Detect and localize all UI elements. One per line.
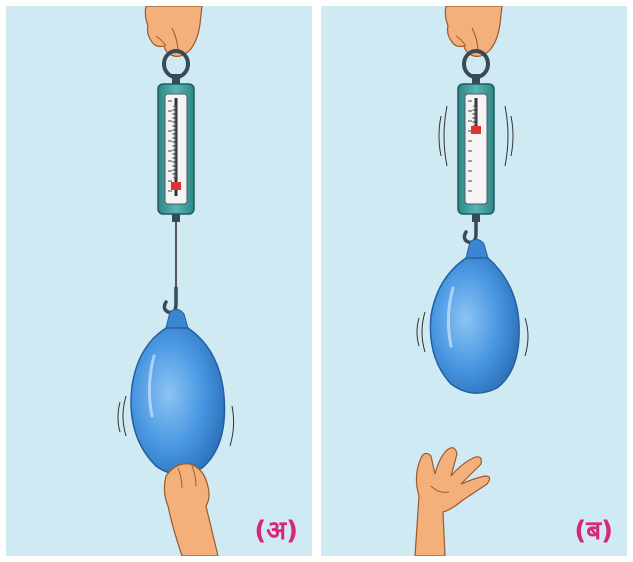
top-hand-icon — [445, 6, 502, 56]
water-balloon-icon — [430, 258, 519, 393]
spring-balance-icon — [458, 84, 494, 222]
panel-b-illustration — [321, 6, 627, 556]
spring-balance-icon — [158, 84, 194, 222]
panel-b: (ब) — [321, 6, 627, 556]
hook-icon — [164, 288, 176, 312]
bottom-hand-icon — [164, 464, 218, 556]
open-hand-icon — [415, 448, 490, 556]
water-balloon-icon — [131, 328, 225, 475]
motion-lines-left-icon — [118, 396, 126, 436]
top-hand-icon — [145, 6, 202, 56]
motion-lines-right-icon — [230, 406, 234, 446]
panel-a: (अ) — [6, 6, 312, 556]
panel-a-illustration — [6, 6, 312, 556]
panel-label-a: (अ) — [254, 518, 298, 544]
panel-label-b: (ब) — [574, 518, 613, 544]
